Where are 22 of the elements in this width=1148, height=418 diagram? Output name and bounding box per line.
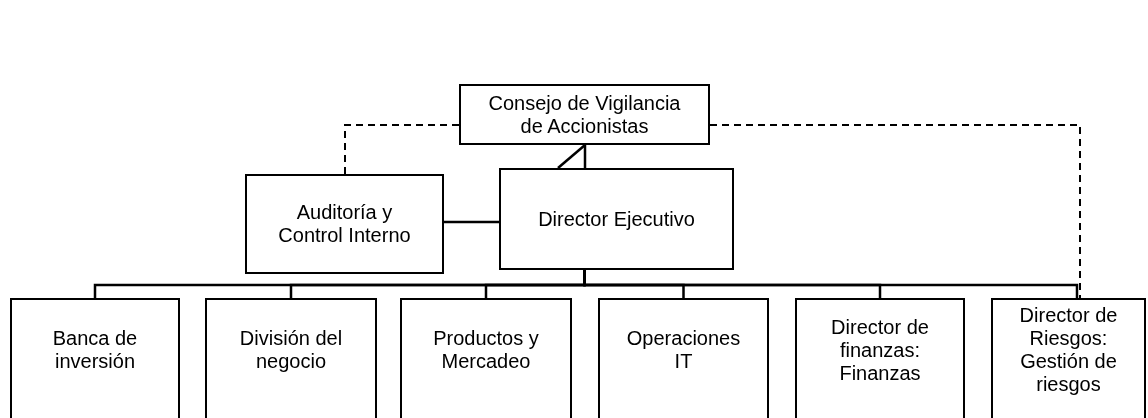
box-label: División del negocio <box>238 327 344 373</box>
box-label: Director Ejecutivo <box>538 207 695 231</box>
dashed-connector <box>709 124 1081 299</box>
connector-line <box>444 220 499 224</box>
org-box <box>991 298 1146 418</box>
org-box <box>10 298 180 418</box>
box-label: Banca de inversión <box>51 327 139 373</box>
org-box <box>459 84 710 145</box>
box-label: Director de finanzas: Finanzas <box>830 315 930 385</box>
connector-line <box>583 145 587 168</box>
box-label: Operaciones IT <box>625 327 742 373</box>
org-box <box>598 298 769 418</box>
org-box <box>245 174 444 274</box>
box-label: Auditoría y Control Interno <box>277 201 412 247</box>
dashed-connector <box>344 124 460 175</box>
box-label: Director de Riesgos: Gestión de riesgos <box>1018 304 1119 396</box>
box-label: Productos y Mercadeo <box>432 327 540 373</box>
box-label: Consejo de Vigilancia de Accionistas <box>487 91 682 138</box>
org-box <box>795 298 965 418</box>
org-box <box>400 298 572 418</box>
org-box <box>499 168 734 270</box>
org-box <box>205 298 377 418</box>
